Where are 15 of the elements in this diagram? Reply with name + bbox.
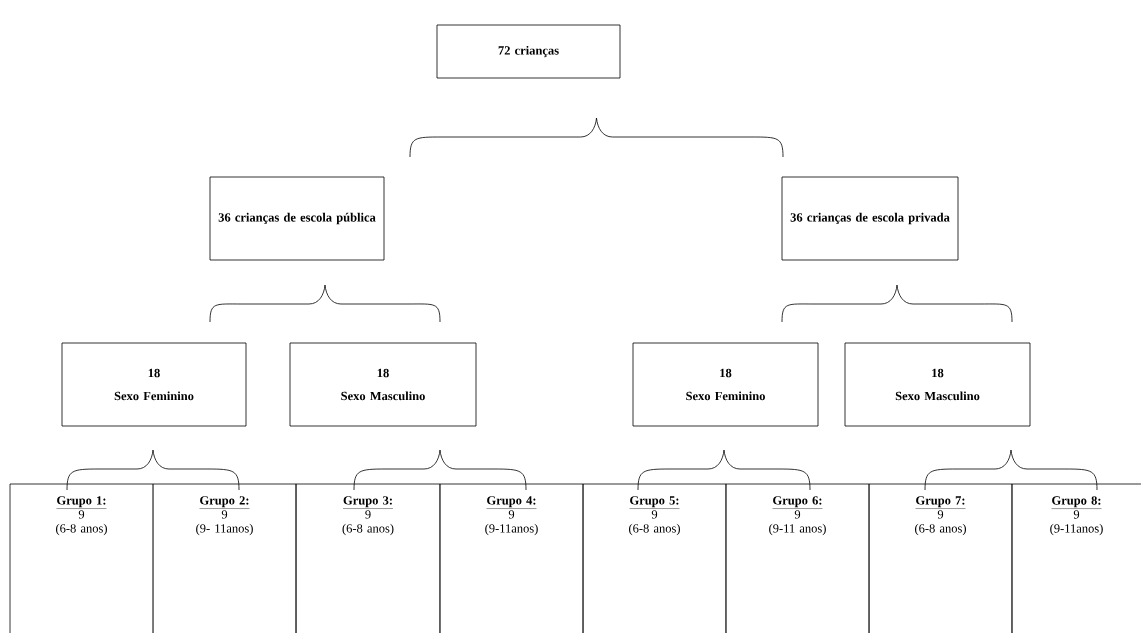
text-box: 18 Sexo Masculino <box>844 342 1031 427</box>
text-box: 18 Sexo Feminino <box>632 342 819 427</box>
table-cell: Grupo 1: 9 (6-8 anos) <box>9 483 154 633</box>
table-cell: Grupo 4: 9 (9-11anos) <box>439 483 584 633</box>
text-box: 18 Sexo Feminino <box>61 342 247 427</box>
table-cell: Grupo 2: 9 (9- 11anos) <box>152 483 297 633</box>
table-cell: Grupo 7: 9 (6-8 anos) <box>868 483 1013 633</box>
table-cell: Grupo 8: 9 (9-11anos) <box>1011 483 1141 633</box>
table-cell: Grupo 3: 9 (6-8 anos) <box>295 483 441 633</box>
table-cell: Grupo 6: 9 (9-11 anos) <box>725 483 870 633</box>
text-box: 72 crianças <box>436 24 621 79</box>
text-box: 36 crianças de escola privada <box>781 176 959 261</box>
text-box: 18 Sexo Masculino <box>289 342 477 427</box>
text-box: 36 crianças de escola pública <box>209 176 385 261</box>
table-cell: Grupo 5: 9 (6-8 anos) <box>582 483 727 633</box>
